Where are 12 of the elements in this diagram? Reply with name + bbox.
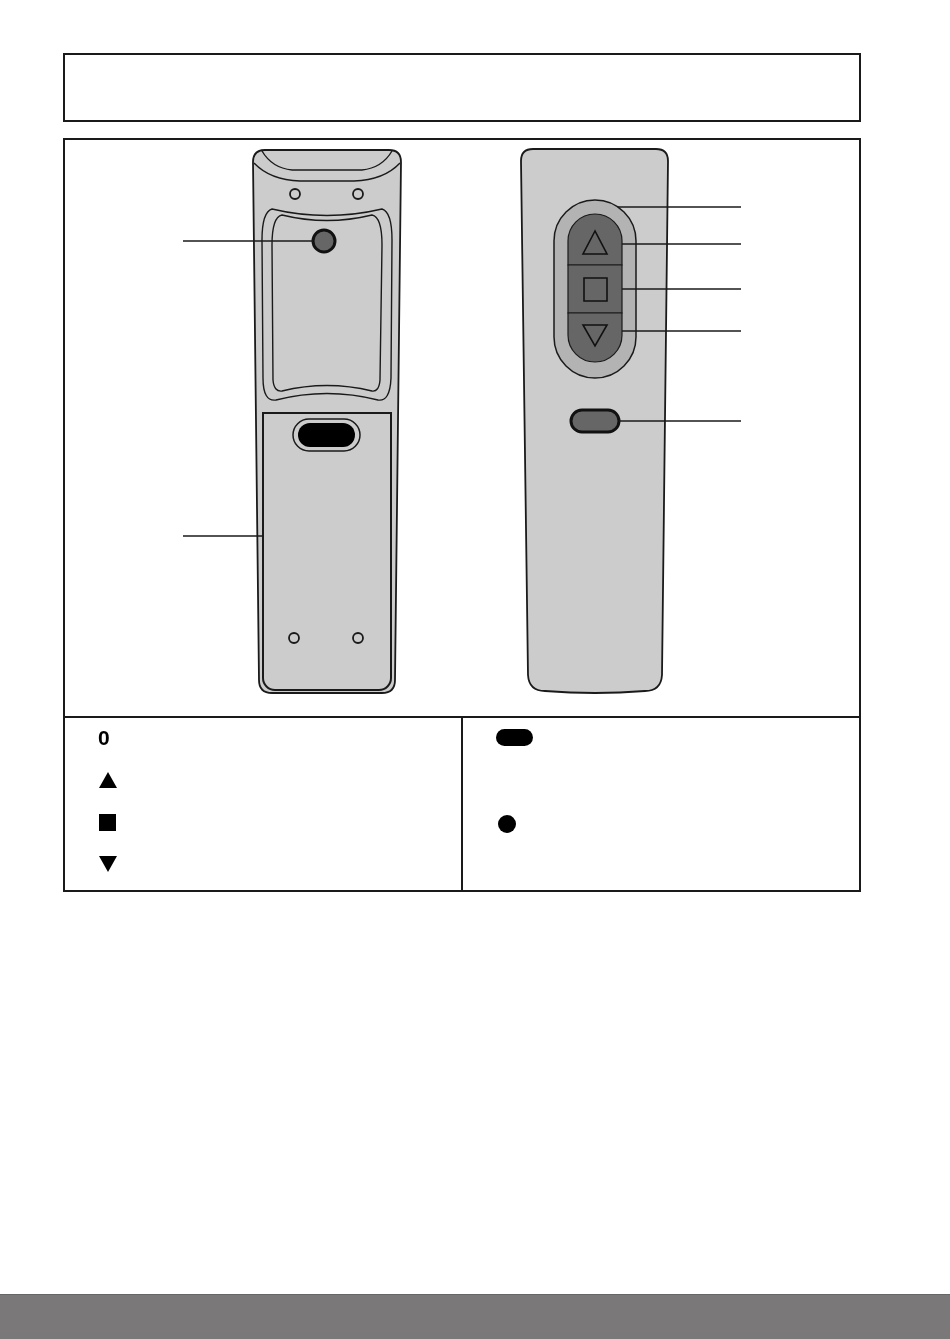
- leader-line: [621, 330, 742, 332]
- oval-button: [569, 408, 621, 434]
- leader-line: [182, 535, 264, 537]
- leader-line: [621, 243, 742, 245]
- leader-line: [621, 288, 742, 290]
- battery-cover: [262, 412, 392, 691]
- leader-line: [182, 240, 314, 242]
- stop-button: [567, 264, 623, 314]
- leader-line: [618, 420, 742, 422]
- button-symbol: 0: [98, 727, 110, 748]
- leader-line: [617, 206, 742, 208]
- lens: [311, 228, 337, 254]
